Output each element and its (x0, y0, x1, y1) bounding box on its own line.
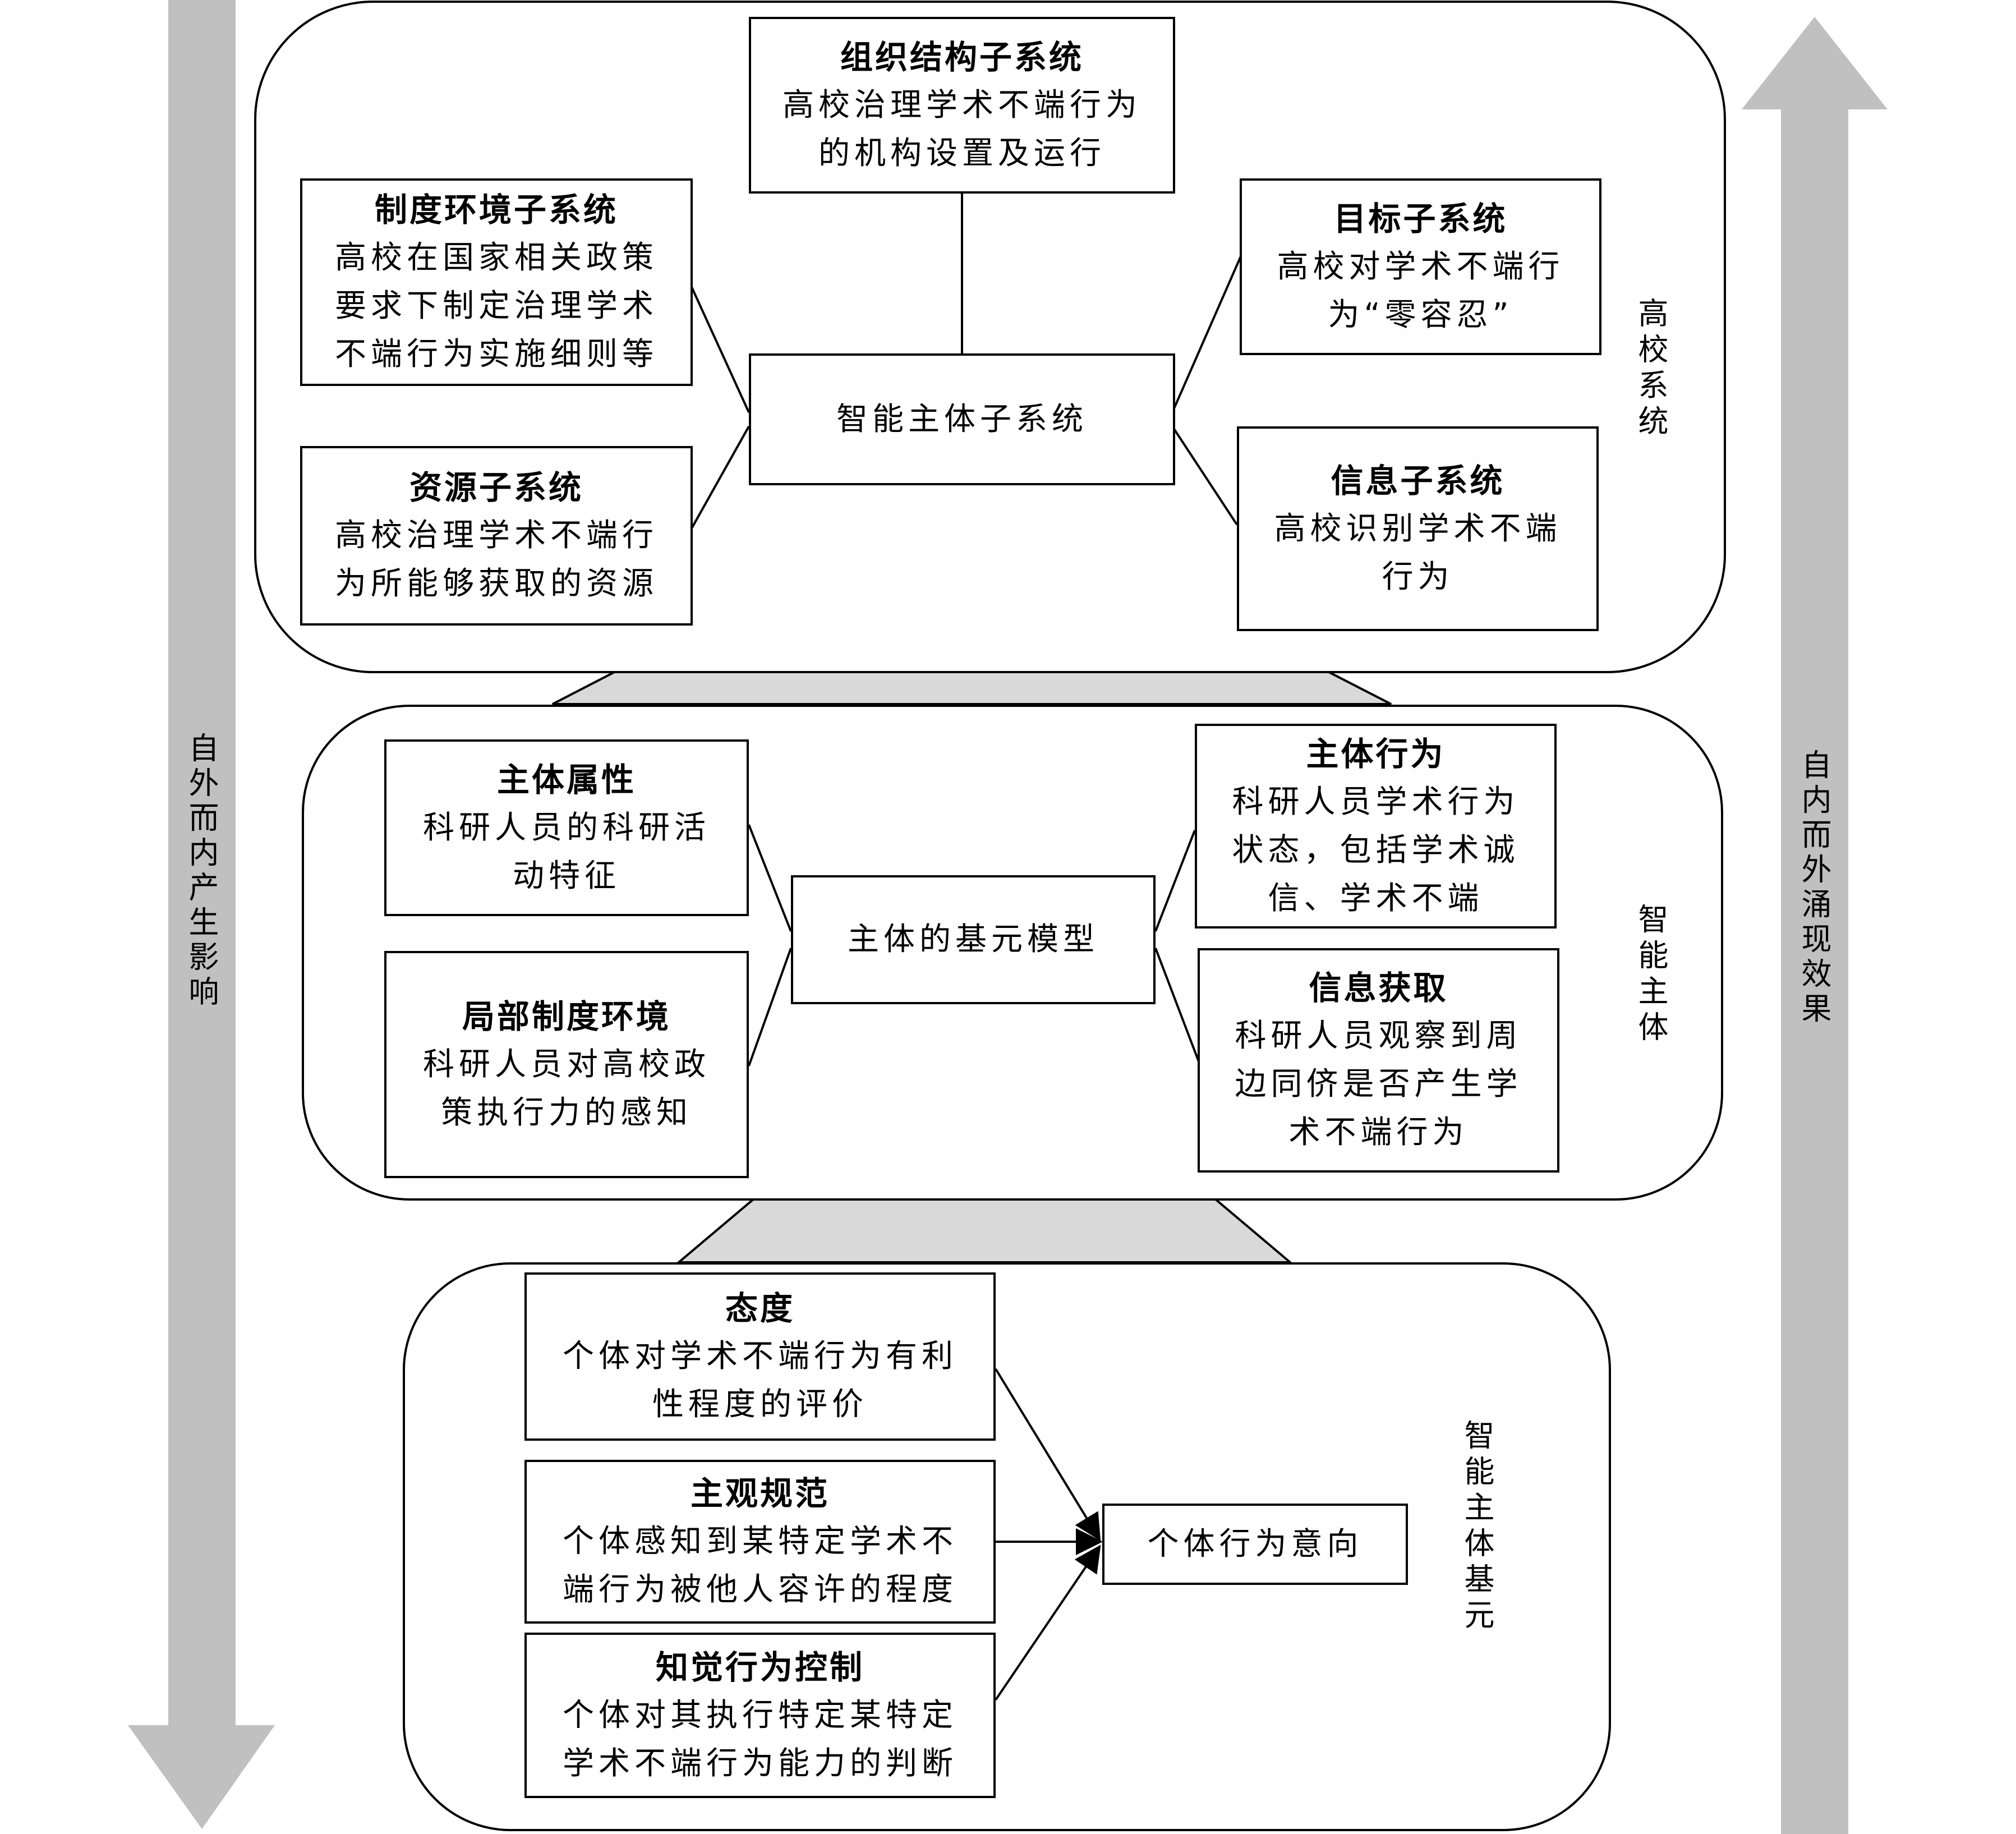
agent-behavior-box: 主体行为 科研人员学术行为状态，包括学术诚信、学术不端 (1195, 724, 1557, 929)
agent-unit-model-box: 主体的基元模型 (791, 875, 1156, 1004)
agent-subsystem-label: 智能主体子系统 (836, 401, 1088, 438)
outside-in-arrow (128, 0, 275, 1829)
agent-unit-label: 智能主体基元 (1459, 1419, 1494, 1635)
institution-desc: 高校在国家相关政策要求下制定治理学术不端行为实施细则等 (335, 240, 658, 373)
agent-unit-model-label: 主体的基元模型 (848, 921, 1099, 958)
institution-subsystem-box: 制度环境子系统 高校在国家相关政策要求下制定治理学术不端行为实施细则等 (300, 178, 693, 386)
agent-attribute-box: 主体属性 科研人员的科研活动特征 (384, 739, 749, 916)
org-structure-title: 组织结构子系统 (840, 38, 1084, 76)
agent-behavior-desc: 科研人员学术行为状态，包括学术诚信、学术不端 (1232, 783, 1520, 917)
subjective-norm-box: 主观规范 个体感知到某特定学术不端行为被他人容许的程度 (524, 1460, 996, 1624)
local-institution-box: 局部制度环境 科研人员对高校政策执行力的感知 (384, 951, 749, 1178)
goal-title: 目标子系统 (1333, 199, 1508, 238)
agent-subsystem-box: 智能主体子系统 (749, 353, 1175, 485)
resource-desc: 高校治理学术不端行为所能够获取的资源 (335, 517, 658, 602)
attitude-box: 态度 个体对学术不端行为有利性程度的评价 (524, 1272, 996, 1441)
behavior-intention-label: 个体行为意向 (1147, 1525, 1363, 1562)
info-desc: 高校识别学术不端行为 (1274, 510, 1562, 595)
attitude-desc: 个体对学术不端行为有利性程度的评价 (563, 1338, 958, 1423)
perceived-control-desc: 个体对其执行特定某特定学术不端行为能力的判断 (563, 1697, 958, 1782)
org-structure-subsystem-box: 组织结构子系统 高校治理学术不端行为的机构设置及运行 (749, 17, 1175, 194)
info-acquisition-title: 信息获取 (1309, 969, 1448, 1007)
resource-subsystem-box: 资源子系统 高校治理学术不端行为所能够获取的资源 (300, 446, 693, 626)
goal-subsystem-box: 目标子系统 高校对学术不端行为“零容忍” (1240, 178, 1601, 355)
agent-attribute-title: 主体属性 (496, 760, 636, 799)
attitude-title: 态度 (725, 1289, 795, 1327)
inside-out-label: 自内而外涌现效果 (1796, 749, 1831, 1027)
agent-connectors (748, 824, 1202, 1067)
info-title: 信息子系统 (1331, 461, 1505, 500)
info-acquisition-desc: 科研人员观察到周边同侪是否产生学术不端行为 (1235, 1018, 1522, 1151)
local-institution-desc: 科研人员对高校政策执行力的感知 (423, 1046, 710, 1131)
info-acquisition-box: 信息获取 科研人员观察到周边同侪是否产生学术不端行为 (1198, 948, 1559, 1173)
perceived-control-title: 知觉行为控制 (655, 1648, 864, 1686)
agent-label: 智能主体 (1633, 903, 1668, 1047)
org-structure-desc: 高校治理学术不端行为的机构设置及运行 (783, 86, 1142, 172)
goal-desc: 高校对学术不端行为“零容忍” (1277, 248, 1564, 333)
subjective-norm-title: 主观规范 (690, 1474, 830, 1513)
info-subsystem-box: 信息子系统 高校识别学术不端行为 (1237, 426, 1599, 631)
resource-title: 资源子系统 (409, 468, 583, 507)
school-system-label: 高校系统 (1633, 297, 1668, 441)
subjective-norm-desc: 个体感知到某特定学术不端行为被他人容许的程度 (563, 1523, 958, 1608)
agent-attribute-desc: 科研人员的科研活动特征 (423, 809, 710, 894)
school-connectors (683, 191, 1244, 542)
institution-title: 制度环境子系统 (374, 191, 618, 229)
unit-arrows (995, 1368, 1103, 1701)
outside-in-label: 自外而内产生影响 (183, 732, 219, 1010)
agent-behavior-title: 主体行为 (1306, 734, 1446, 773)
perceived-control-box: 知觉行为控制 个体对其执行特定某特定学术不端行为能力的判断 (524, 1633, 996, 1798)
local-institution-title: 局部制度环境 (462, 997, 671, 1036)
inside-out-arrow (1742, 17, 1888, 1834)
behavior-intention-box: 个体行为意向 (1102, 1504, 1408, 1585)
